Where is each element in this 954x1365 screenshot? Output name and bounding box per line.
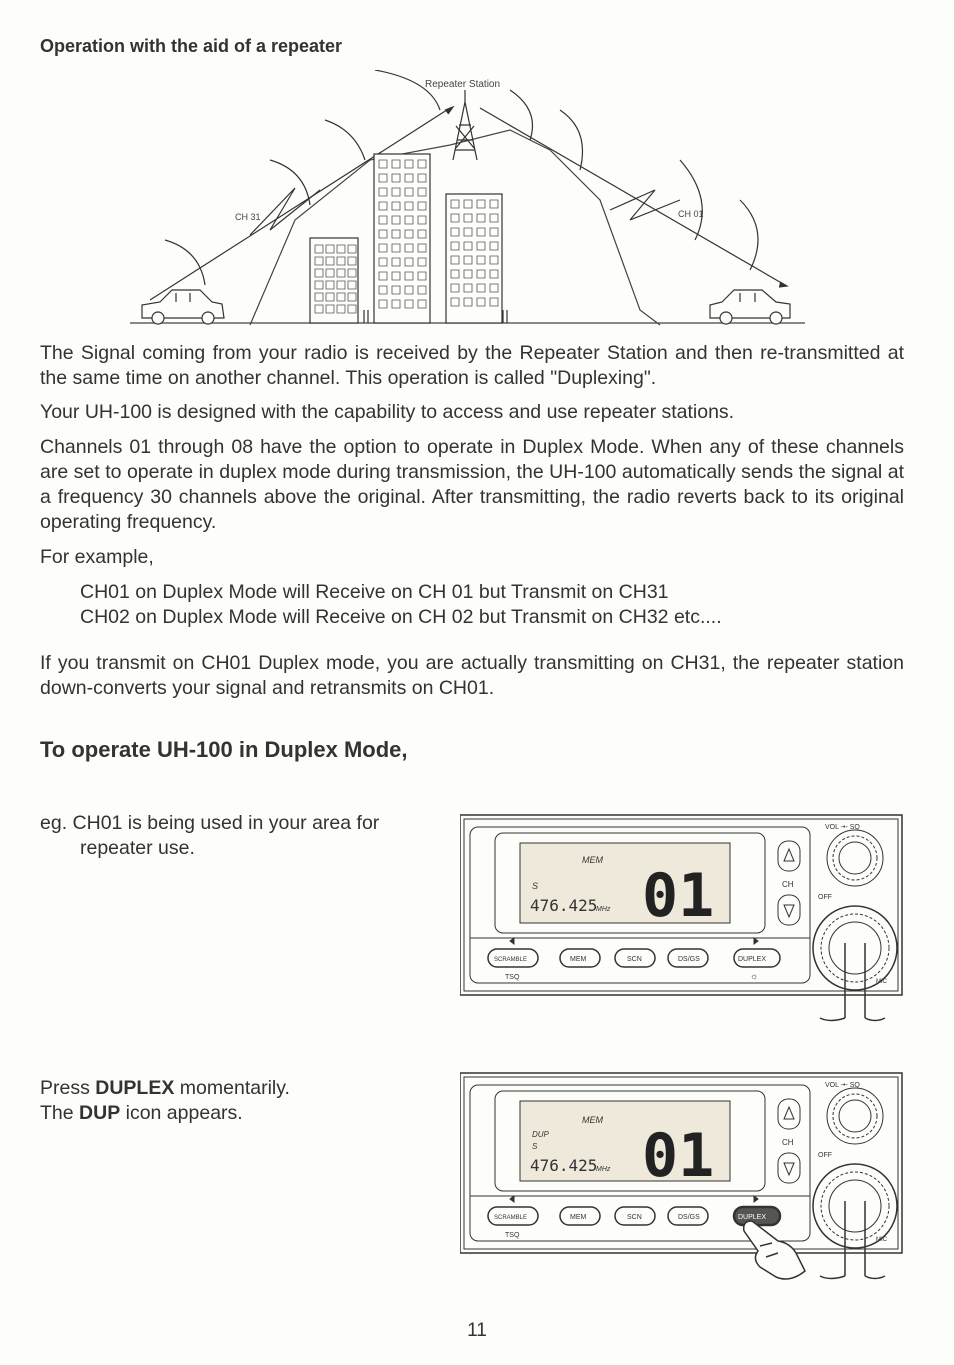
mhz-label: MHz bbox=[596, 906, 611, 913]
mic-label: MIC bbox=[876, 1237, 888, 1243]
off-label: OFF bbox=[818, 894, 832, 901]
paragraph-transmit: If you transmit on CH01 Duplex mode, you… bbox=[40, 652, 904, 699]
duplex-button-label: DUPLEX bbox=[738, 956, 766, 963]
mic-cable bbox=[819, 943, 886, 1022]
mic-cable bbox=[819, 1201, 886, 1280]
page-number: 11 bbox=[467, 1320, 487, 1341]
mem-indicator: MEM bbox=[582, 855, 604, 865]
ch-up-button-icon bbox=[777, 1098, 801, 1130]
paragraph-for-example: For example, bbox=[40, 546, 154, 568]
volume-knob-icon bbox=[826, 829, 884, 887]
front-buttons bbox=[487, 948, 781, 968]
volume-knob-icon bbox=[826, 1087, 884, 1145]
dsgs-button-label: DS/GS bbox=[678, 956, 700, 963]
tsq-label: TSQ bbox=[505, 1232, 520, 1239]
mic-jack-icon bbox=[812, 1163, 898, 1249]
radio-front-panel: MEM S 476.425 MHz 01 CH SCRAMBLE MEM SCN… bbox=[460, 814, 903, 1022]
mem-button-label: MEM bbox=[570, 956, 587, 963]
vol-sq-label: VOL -•- SQ bbox=[825, 1082, 860, 1089]
duplex-button-label: DUPLEX bbox=[738, 1214, 766, 1221]
ch-up-button-icon bbox=[777, 840, 801, 872]
ch-label: CH bbox=[782, 1138, 794, 1147]
frequency-display: 476.425 bbox=[530, 1156, 597, 1175]
scn-button-label: SCN bbox=[627, 956, 642, 963]
paragraph-channels: Channels 01 through 08 have the option t… bbox=[40, 436, 904, 533]
dsgs-button-label: DS/GS bbox=[678, 1214, 700, 1221]
dup-indicator: DUP bbox=[532, 1130, 550, 1139]
paragraph-duplexing: The Signal coming from your radio is rec… bbox=[40, 342, 904, 389]
scramble-label: SCRAMBLE bbox=[494, 957, 527, 963]
ch-down-button-icon bbox=[777, 1152, 801, 1184]
operate-heading: To operate UH-100 in Duplex Mode, bbox=[40, 737, 408, 762]
car-left-icon bbox=[141, 289, 225, 325]
radio-front-panel-dup: MEM DUP S 476.425 MHz 01 CH SCRAMBLE MEM… bbox=[460, 1072, 903, 1280]
light-icon: ☼ bbox=[750, 971, 758, 981]
example-ch02: CH02 on Duplex Mode will Receive on CH 0… bbox=[80, 606, 722, 628]
ch-label: CH bbox=[782, 880, 794, 889]
car-right-icon bbox=[709, 289, 791, 325]
repeater-label: Repeater Station bbox=[425, 79, 500, 90]
mic-label: MIC bbox=[876, 979, 888, 985]
step2-line1: Press DUPLEX momentarily. bbox=[40, 1077, 290, 1099]
off-label: OFF bbox=[818, 1152, 832, 1159]
frequency-display: 476.425 bbox=[530, 896, 597, 915]
scramble-label: SCRAMBLE bbox=[494, 1215, 527, 1221]
repeater-diagram: Repeater Station CH 31 CH 01 bbox=[130, 70, 805, 326]
tsq-label: TSQ bbox=[505, 974, 520, 981]
front-buttons bbox=[487, 1205, 782, 1227]
paragraph-capability: Your UH-100 is designed with the capabil… bbox=[40, 401, 735, 423]
example-ch01: CH01 on Duplex Mode will Receive on CH 0… bbox=[80, 581, 669, 603]
channel-display: 01 bbox=[642, 1121, 714, 1191]
ch01-label: CH 01 bbox=[678, 209, 704, 219]
section-title: Operation with the aid of a repeater bbox=[40, 36, 343, 56]
scn-button-label: SCN bbox=[627, 1214, 642, 1221]
channel-display: 01 bbox=[642, 861, 714, 931]
building-windows bbox=[314, 159, 499, 314]
step2-line2: The DUP icon appears. bbox=[40, 1102, 243, 1124]
mhz-label: MHz bbox=[596, 1166, 611, 1173]
s-indicator: S bbox=[532, 881, 538, 891]
mem-button-label: MEM bbox=[570, 1214, 587, 1221]
step1-line2: repeater use. bbox=[80, 837, 195, 859]
mic-jack-icon bbox=[812, 905, 898, 991]
s-indicator: S bbox=[532, 1142, 538, 1151]
ch31-label: CH 31 bbox=[235, 212, 261, 222]
mem-indicator: MEM bbox=[582, 1115, 604, 1125]
ch-down-button-icon bbox=[777, 894, 801, 926]
repeater-tower-icon bbox=[452, 90, 478, 161]
vol-sq-label: VOL -•- SQ bbox=[825, 824, 860, 831]
step1-line1: eg. CH01 is being used in your area for bbox=[40, 812, 380, 834]
pointing-hand-icon bbox=[742, 1220, 806, 1280]
